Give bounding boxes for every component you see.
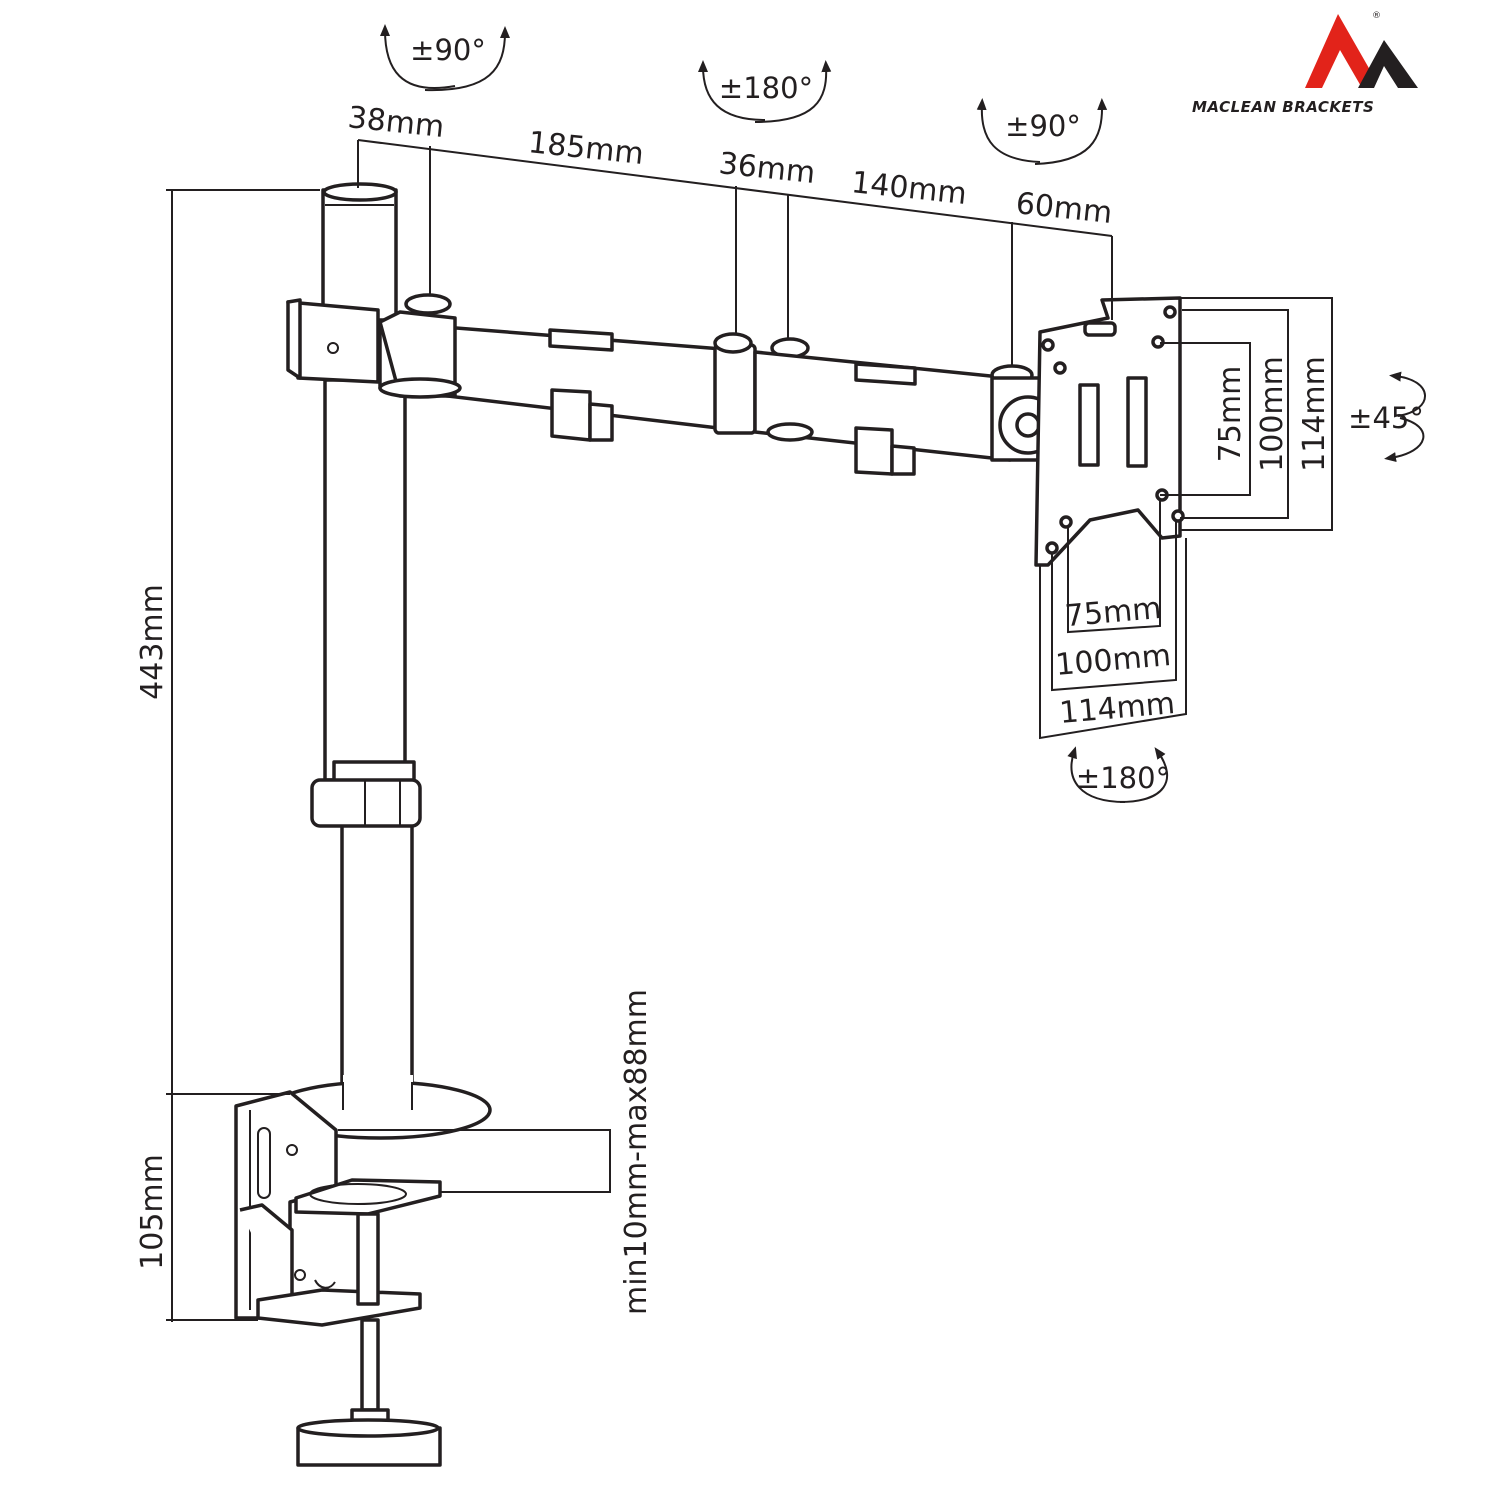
vesa-horizontal-100: 100mm bbox=[1054, 638, 1172, 683]
arm bbox=[286, 293, 1058, 476]
vesa-vertical-100: 100mm bbox=[1255, 356, 1290, 472]
arm-dim-60: 60mm bbox=[1014, 186, 1114, 231]
head-tilt-label: ±90° bbox=[1005, 109, 1081, 143]
plate-rotation-label: ±45° bbox=[1348, 401, 1424, 435]
pole bbox=[310, 182, 422, 1112]
desk-clamp bbox=[234, 1075, 492, 1467]
arm-joint-label: ±180° bbox=[719, 71, 813, 105]
arm-dim-185: 185mm bbox=[527, 125, 646, 172]
arm-dim-36: 36mm bbox=[717, 146, 817, 191]
dimension-lines bbox=[166, 139, 1333, 1322]
vesa-plate bbox=[1034, 296, 1185, 567]
vesa-horizontal-75: 75mm bbox=[1064, 591, 1163, 634]
rotation-arrows bbox=[380, 24, 1426, 803]
clamp-height-dim: 105mm bbox=[135, 1154, 170, 1270]
vesa-vertical-75: 75mm bbox=[1213, 366, 1248, 463]
arm-dim-38: 38mm bbox=[346, 100, 446, 145]
logo-registered-mark: ® bbox=[1372, 11, 1381, 21]
vesa-vertical-114: 114mm bbox=[1297, 356, 1332, 472]
logo-brand-text: MACLEAN BRACKETS bbox=[1192, 98, 1374, 116]
pole-height-dim: 443mm bbox=[135, 584, 170, 700]
desk-thickness-dim: min10mm-max88mm bbox=[619, 989, 654, 1315]
pole-swivel-label: ±90° bbox=[410, 33, 486, 67]
rotation-labels: ±90° ±180° ±90° ±45° ±180° bbox=[410, 33, 1424, 795]
logo-m-red bbox=[1305, 14, 1370, 88]
plate-swivel-label: ±180° bbox=[1076, 761, 1170, 795]
vesa-horizontal-114: 114mm bbox=[1058, 686, 1176, 731]
brand-logo: ® MACLEAN BRACKETS bbox=[1192, 11, 1418, 116]
logo-a-black bbox=[1358, 40, 1418, 88]
